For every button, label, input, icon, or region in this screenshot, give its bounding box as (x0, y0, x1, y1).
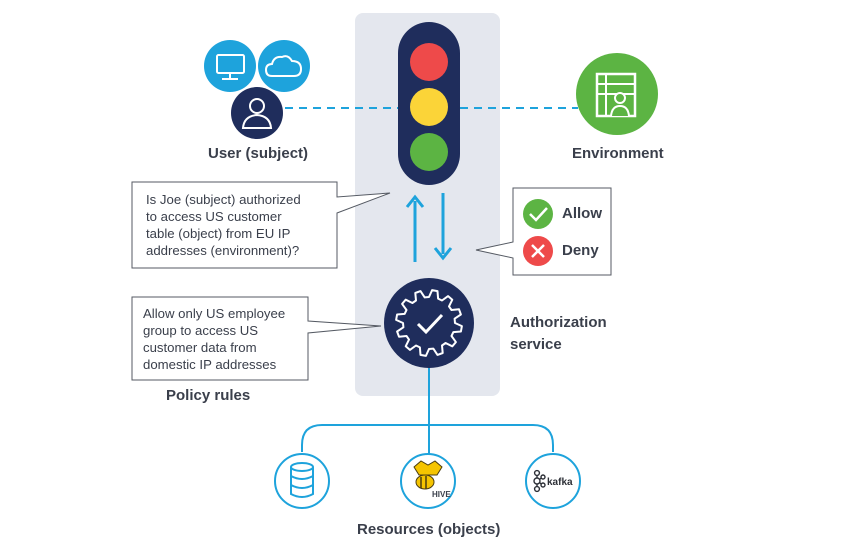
database-icon (274, 453, 330, 509)
policy-text: Allow only US employee group to access U… (143, 305, 285, 373)
request-arrow (405, 194, 425, 262)
question-line: table (object) from EU IP (146, 226, 291, 241)
kafka-logo-text: kafka (547, 477, 573, 488)
kafka-icon: kafka (525, 453, 581, 509)
yellow-light (410, 88, 448, 126)
cloud-icon (258, 40, 310, 92)
question-callout (131, 181, 391, 269)
decision-callout (475, 187, 612, 276)
resource-tree (301, 360, 554, 455)
gear-check-icon (384, 278, 474, 368)
traffic-light-icon (398, 22, 460, 185)
policy-line: group to access US (143, 323, 259, 338)
policy-line: Allow only US employee (143, 306, 286, 321)
authorization-label-line: Authorization (510, 314, 607, 331)
building-icon (576, 53, 658, 135)
response-arrow (433, 193, 453, 261)
deny-label: Deny (562, 242, 599, 259)
environment-label: Environment (572, 145, 664, 162)
question-line: addresses (environment)? (146, 243, 300, 258)
hive-logo-text: HIVE (432, 490, 451, 499)
policy-rules-label: Policy rules (166, 387, 251, 404)
question-text: Is Joe (subject) authorized to access US… (146, 191, 301, 259)
resources-label: Resources (objects) (357, 521, 501, 538)
green-light (410, 133, 448, 171)
policy-line: customer data from (143, 340, 257, 355)
x-icon (523, 236, 553, 266)
desktop-icon (204, 40, 256, 92)
user-icon (231, 87, 283, 139)
policy-callout (131, 296, 382, 381)
user-label: User (subject) (208, 145, 309, 162)
red-light (410, 43, 448, 81)
hive-icon: HIVE (400, 453, 456, 509)
question-line: to access US customer (146, 209, 282, 224)
policy-line: domestic IP addresses (143, 357, 277, 372)
question-line: Is Joe (subject) authorized (146, 192, 301, 207)
check-icon (523, 199, 553, 229)
authorization-label-line: service (510, 336, 562, 353)
authorization-service-label: Authorization service (510, 312, 607, 356)
allow-label: Allow (562, 205, 602, 222)
